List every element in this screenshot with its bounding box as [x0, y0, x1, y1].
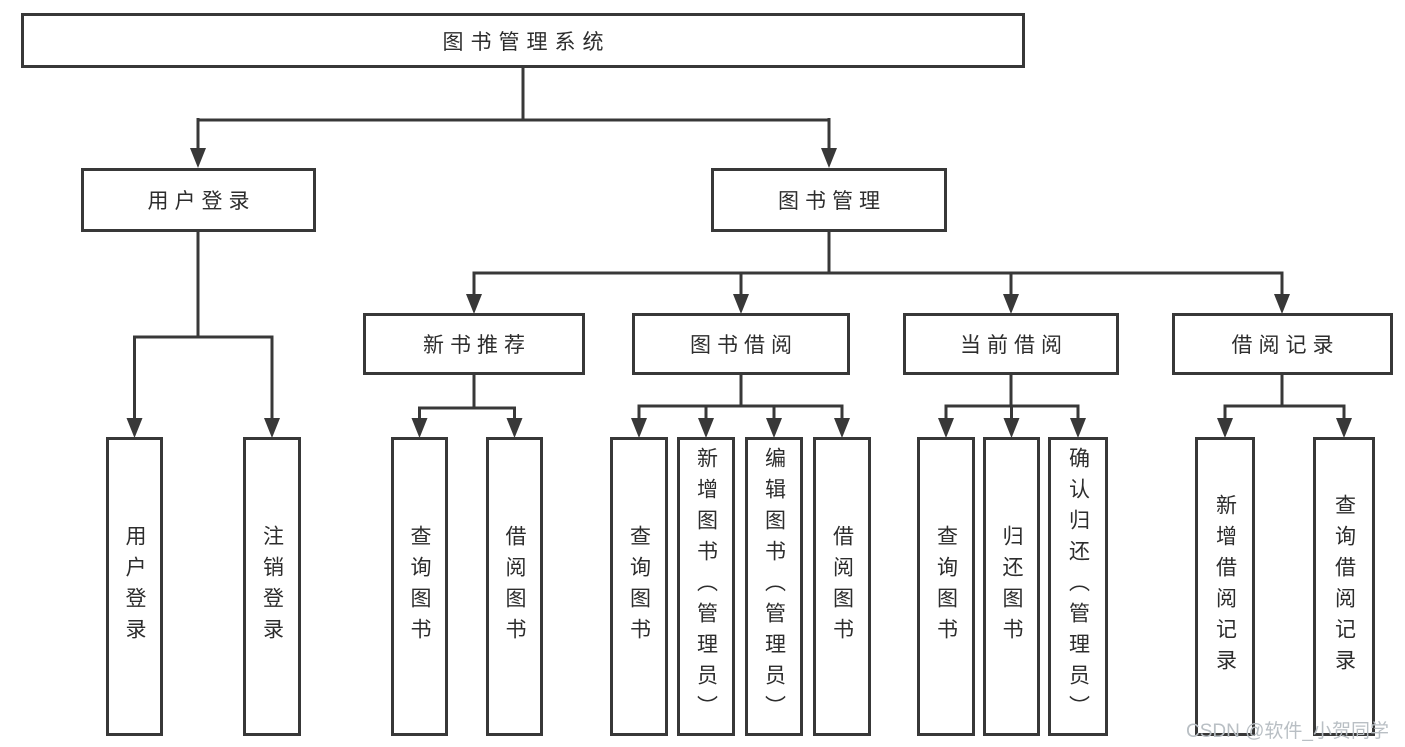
node-bb-borrow-books: 借阅图书 — [813, 437, 871, 736]
node-label: 借阅图书 — [503, 524, 526, 649]
node-br-query-record: 查询借阅记录 — [1313, 437, 1375, 736]
node-label: 当前借阅 — [960, 334, 1068, 357]
node-label: 查询图书 — [627, 524, 651, 649]
node-label: 用户登录 — [147, 190, 256, 213]
node-label: 确认归还（管理员） — [1066, 447, 1090, 726]
node-bb-add-books-admin: 新增图书（管理员） — [677, 437, 735, 736]
node-label: 新书推荐 — [423, 334, 531, 357]
node-label: 图书管理 — [778, 190, 886, 213]
node-nbr-query-books: 查询图书 — [391, 437, 448, 736]
node-user-login-action: 用户登录 — [106, 437, 163, 736]
node-label: 编辑图书（管理员） — [762, 447, 786, 726]
node-user-login: 用户登录 — [81, 168, 316, 232]
watermark-text: CSDN @软件_小贺同学 — [1186, 721, 1389, 742]
node-label: 借阅图书 — [830, 524, 854, 649]
node-cb-confirm-return-admin: 确认归还（管理员） — [1048, 437, 1108, 736]
node-label: 用户登录 — [123, 524, 146, 649]
node-label: 归还图书 — [1000, 524, 1023, 649]
node-borrowing-records: 借阅记录 — [1172, 313, 1393, 375]
node-label: 查询借阅记录 — [1332, 493, 1356, 680]
node-bb-query-books: 查询图书 — [610, 437, 668, 736]
node-logout-login: 注销登录 — [243, 437, 301, 736]
node-label: 查询图书 — [934, 524, 958, 649]
node-label: 查询图书 — [408, 524, 431, 649]
node-nbr-borrow-books: 借阅图书 — [486, 437, 543, 736]
node-br-add-record: 新增借阅记录 — [1195, 437, 1255, 736]
node-book-management: 图书管理 — [711, 168, 947, 232]
node-cb-return-books: 归还图书 — [983, 437, 1040, 736]
node-label: 注销登录 — [260, 524, 284, 649]
node-cb-query-books: 查询图书 — [917, 437, 975, 736]
node-new-book-recommend: 新书推荐 — [363, 313, 585, 375]
node-label: 借阅记录 — [1231, 334, 1340, 357]
node-label: 图书管理系统 — [442, 30, 611, 54]
node-current-borrowing: 当前借阅 — [903, 313, 1119, 375]
node-label: 图书借阅 — [690, 334, 798, 357]
node-label: 新增图书（管理员） — [694, 447, 718, 726]
node-bb-edit-books-admin: 编辑图书（管理员） — [745, 437, 803, 736]
node-label: 新增借阅记录 — [1213, 493, 1237, 680]
node-book-borrowing: 图书借阅 — [632, 313, 850, 375]
node-library-management-system: 图书管理系统 — [21, 13, 1025, 68]
